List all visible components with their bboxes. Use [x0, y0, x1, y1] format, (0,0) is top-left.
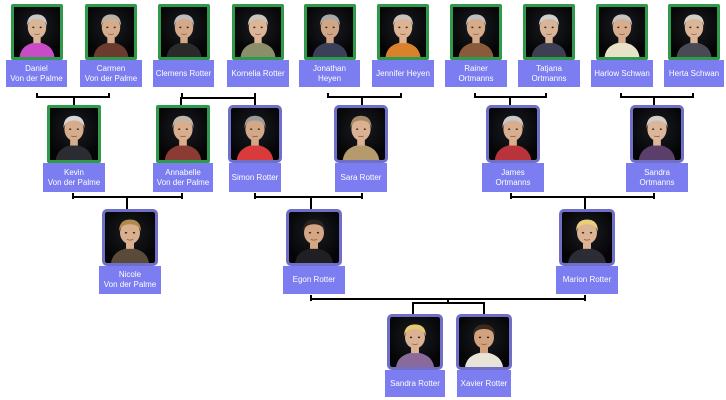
portrait-jennifer	[377, 4, 429, 60]
portrait-egon	[286, 209, 342, 266]
connector-line	[510, 196, 655, 198]
name-label: Tatjana Ortmanns	[518, 60, 580, 87]
connector-line	[36, 96, 109, 98]
portrait-marion	[559, 209, 615, 266]
portrait-sandra-r	[387, 314, 443, 370]
portrait-kevin	[47, 105, 101, 163]
portrait-clemens	[157, 4, 210, 60]
connector-line	[412, 302, 484, 304]
portrait-annabelle	[156, 105, 210, 163]
portrait-james	[486, 105, 540, 163]
connector-line	[254, 97, 256, 105]
connector-line	[653, 97, 655, 105]
name-label: Egon Rotter	[283, 266, 345, 294]
name-label: Clemens Rotter	[153, 60, 214, 87]
connector-line	[108, 93, 110, 98]
name-label: Sandra Rotter	[385, 370, 445, 397]
connector-line	[400, 93, 402, 98]
name-label: Sara Rotter	[335, 163, 387, 192]
name-label: Kornelia Rotter	[227, 60, 289, 87]
portrait-sara	[334, 105, 388, 163]
connector-line	[620, 93, 622, 98]
connector-line	[483, 302, 485, 314]
name-label: Jonathan Heyen	[299, 60, 360, 87]
connector-line	[254, 93, 256, 98]
name-label: Marion Rotter	[556, 266, 618, 294]
connector-line	[620, 96, 694, 98]
connector-line	[545, 93, 547, 98]
portrait-harlow	[596, 4, 648, 60]
name-label: Herta Schwan	[664, 60, 724, 87]
connector-line	[254, 196, 363, 198]
connector-line	[361, 97, 363, 105]
connector-line	[327, 93, 329, 98]
connector-line	[692, 93, 694, 98]
portrait-nicole	[102, 209, 158, 266]
name-label: Daniel Von der Palme	[6, 60, 67, 87]
name-label: Xavier Rotter	[457, 370, 511, 397]
name-label: Rainer Ortmanns	[445, 60, 507, 87]
portrait-tatjana	[523, 4, 575, 60]
name-label: Harlow Schwan	[591, 60, 653, 87]
connector-line	[181, 93, 183, 98]
name-label: Jennifer Heyen	[372, 60, 434, 87]
connector-line	[447, 299, 449, 303]
connector-line	[584, 197, 586, 209]
portrait-rainer	[450, 4, 502, 60]
portrait-carmen	[85, 4, 137, 60]
connector-line	[412, 302, 414, 314]
name-label: Kevin Von der Palme	[43, 163, 105, 192]
connector-line	[180, 97, 182, 105]
connector-line	[36, 93, 38, 98]
portrait-kornelia	[232, 4, 284, 60]
connector-line	[73, 97, 75, 105]
connector-line	[509, 97, 511, 105]
name-label: Sandra Ortmanns	[626, 163, 688, 192]
portrait-xavier	[456, 314, 512, 370]
connector-line	[126, 197, 128, 209]
connector-line	[310, 197, 312, 209]
portrait-simon	[228, 105, 282, 163]
name-label: James Ortmanns	[482, 163, 544, 192]
name-label: Simon Rotter	[229, 163, 281, 192]
connector-line	[474, 93, 476, 98]
name-label: Annabelle Von der Palme	[153, 163, 213, 192]
portrait-daniel	[10, 4, 63, 60]
portrait-jonathan	[303, 4, 356, 60]
name-label: Carmen Von der Palme	[80, 60, 142, 87]
connector-line	[327, 96, 402, 98]
portrait-herta	[668, 4, 720, 60]
name-label: Nicole Von der Palme	[99, 266, 161, 294]
portrait-sandra-o	[630, 105, 684, 163]
connector-line	[181, 97, 256, 99]
